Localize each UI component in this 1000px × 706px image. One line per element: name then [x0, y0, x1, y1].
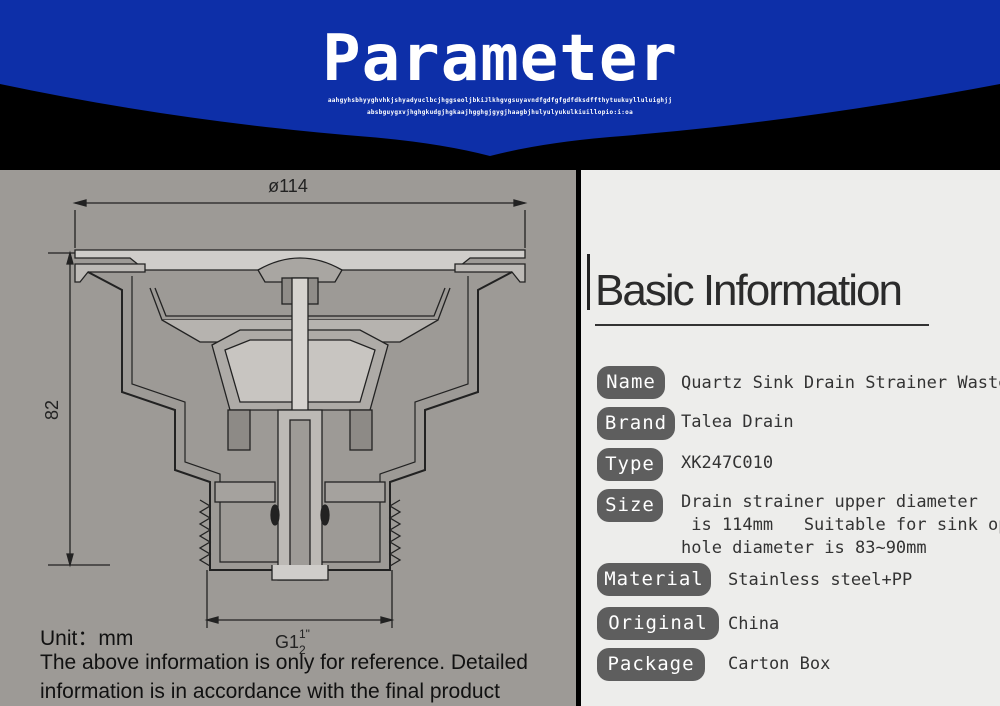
package-value: Carton Box — [728, 654, 831, 674]
original-label: Original — [597, 607, 719, 640]
size-value-line-2: is 114mm Suitable for sink open — [681, 515, 1000, 535]
drain-technical-drawing: ø114 82 G1 1" 2 — [42, 176, 528, 657]
title-underline — [595, 324, 929, 326]
package-label: Package — [597, 648, 705, 681]
title-accent-bar — [587, 254, 590, 310]
name-label: Name — [597, 366, 665, 399]
disclaimer-line-2: information is in accordance with the fi… — [40, 680, 500, 703]
basic-info-panel: Basic Information Name Quartz Sink Drain… — [581, 170, 1000, 706]
size-label: Size — [597, 489, 663, 522]
type-label: Type — [597, 448, 663, 481]
type-value: XK247C010 — [681, 453, 774, 473]
height-label: 82 — [42, 400, 62, 420]
diameter-label: ø114 — [268, 176, 308, 196]
size-value-line-1: Drain strainer upper diameter — [681, 492, 978, 512]
panel-divider — [576, 170, 581, 706]
material-value: Stainless steel+PP — [728, 570, 913, 590]
thread-label-superscript: 1" — [299, 627, 310, 641]
unit-note: Unit：mm — [40, 627, 134, 650]
original-value: China — [728, 614, 780, 634]
basic-info-title: Basic Information — [595, 266, 903, 315]
name-value: Quartz Sink Drain Strainer Waste — [681, 373, 1000, 393]
brand-value: Talea Drain — [681, 412, 794, 432]
disclaimer-line-1: The above information is only for refere… — [40, 651, 528, 674]
drawing-panel: ø114 82 G1 1" 2 Unit：mm The above inform… — [0, 170, 576, 706]
thread-label-subscript: 2 — [299, 643, 306, 657]
page-title: Parameter — [322, 22, 678, 96]
header-filler-text-2: absbguygxvjhghgkudgjhgkaajhgghgjgygjhaag… — [366, 109, 634, 116]
size-value-line-3: hole diameter is 83~90mm — [681, 538, 927, 558]
header-blue-wave — [0, 0, 1000, 156]
brand-label: Brand — [597, 407, 675, 440]
header-filler-text-1: aahgyhsbhyyghvhkjshyadyuclbcjhggseoljbki… — [327, 97, 673, 104]
thread-label: G1 — [275, 632, 299, 652]
header-banner: Parameter aahgyhsbhyyghvhkjshyadyuclbcjh… — [0, 0, 1000, 170]
material-label: Material — [597, 563, 711, 596]
